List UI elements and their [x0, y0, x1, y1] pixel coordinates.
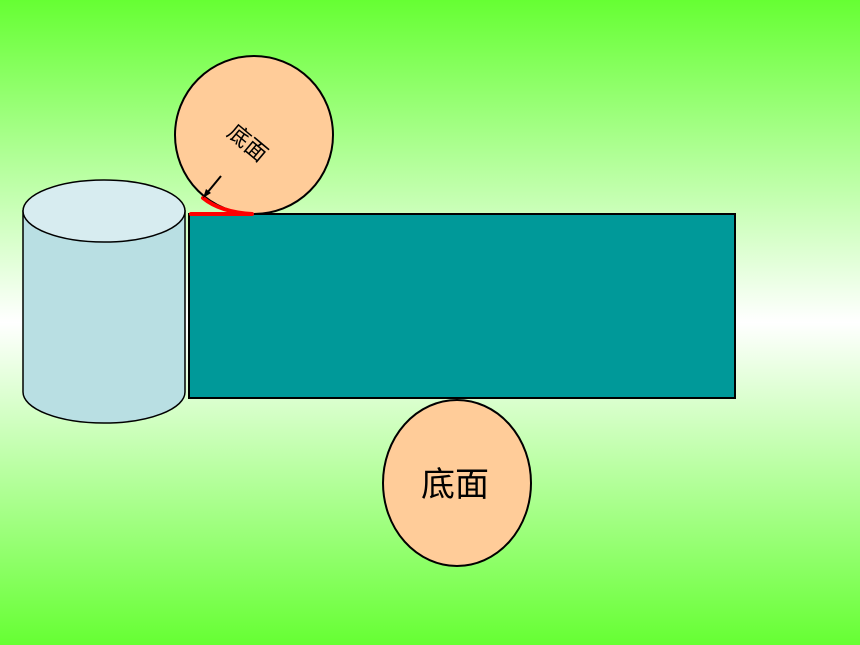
bottom-base-label: 底面 [421, 465, 489, 505]
contact-highlight [189, 196, 254, 216]
lateral-surface-rectangle [188, 213, 736, 399]
cylinder-top-ellipse [22, 179, 186, 243]
bottom-base-circle [382, 399, 532, 567]
cylinder-body [22, 210, 186, 424]
cylinder [22, 179, 186, 424]
pointer-arrow [203, 175, 222, 198]
